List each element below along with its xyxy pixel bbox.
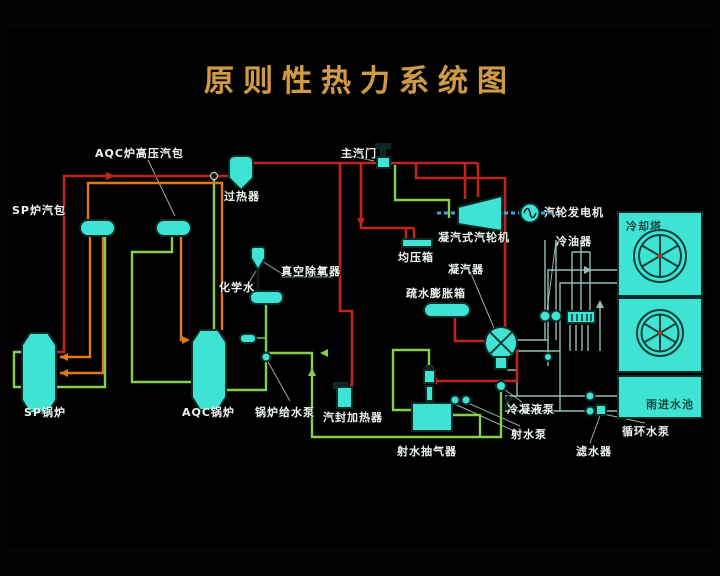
jet-pump-icon <box>460 394 472 406</box>
letterbox-left <box>0 0 7 576</box>
label-deaerator: 真空除氧器 <box>281 265 341 278</box>
sp-drum-vessel <box>79 219 116 237</box>
label-drain-tank: 疏水膨胀箱 <box>406 287 466 300</box>
heat-exchanger-comb <box>566 310 596 324</box>
water-filter-icon <box>595 404 607 416</box>
label-equalizer: 均压箱 <box>398 251 434 264</box>
main-steam-valve-icon <box>375 143 391 169</box>
jet-ejector-assembly <box>411 365 453 432</box>
diagram-title: 原则性热力系统图 <box>204 64 516 99</box>
fan-icon <box>633 229 687 283</box>
main-steam-pipes <box>52 161 519 387</box>
letterbox-bottom <box>0 546 720 576</box>
label-turbine: 凝汽式汽轮机 <box>438 231 510 244</box>
equalizer-box <box>401 238 433 248</box>
label-jet-pump: 射水泵 <box>511 428 547 441</box>
cooling-tower-cells <box>617 211 703 419</box>
label-feed-pump: 锅炉给水泵 <box>255 406 315 419</box>
label-main-valve: 主汽门 <box>341 147 377 160</box>
label-filter: 滤水器 <box>576 445 612 458</box>
cooling-water-pipes <box>505 240 618 412</box>
circ-pump-icon <box>584 390 596 402</box>
turbine-body <box>457 194 503 233</box>
valve-knob <box>504 403 512 411</box>
label-jet-ejector: 射水抽气器 <box>397 445 457 458</box>
aqc-boiler-vessel <box>191 329 227 411</box>
fan-icon <box>636 309 684 357</box>
label-cooling-tower: 冷却塔 <box>626 220 662 233</box>
aqc-drum-vessel <box>155 219 192 237</box>
letterbox-top <box>0 0 720 28</box>
label-oil-cooler: 冷油器 <box>556 235 592 248</box>
label-intake-pool: 雨进水池 <box>646 398 694 411</box>
drum-water-pipes <box>60 181 224 377</box>
label-sp-boiler: SP锅炉 <box>24 406 66 419</box>
label-chem-water: 化学水 <box>219 281 255 294</box>
components <box>21 143 703 432</box>
label-generator: 汽轮发电机 <box>544 206 604 219</box>
circ-pump-icon <box>584 405 596 417</box>
deaerator-drum <box>249 290 284 305</box>
superheater-vessel <box>228 155 254 192</box>
label-gland-heater: 汽封加热器 <box>323 411 383 424</box>
label-aqc-boiler: AQC锅炉 <box>182 406 235 419</box>
feedwater-pipes <box>12 165 503 439</box>
label-superheater: 过热器 <box>224 190 260 203</box>
label-condenser: 凝汽器 <box>448 263 484 276</box>
oil-cooler-icon <box>549 309 563 323</box>
letterbox-right <box>713 0 720 576</box>
intake-pool <box>617 375 703 419</box>
feed-pump-icon <box>260 351 272 363</box>
drain-expansion-tank <box>423 302 471 318</box>
label-condensate-pump: 冷凝液泵 <box>507 403 555 416</box>
label-circ-pump: 循环水泵 <box>622 425 670 438</box>
cooling-line-pump-icon <box>543 352 553 362</box>
condenser-vessel <box>484 326 518 370</box>
gland-steam-heater <box>333 382 353 409</box>
jet-water-tank <box>411 402 453 432</box>
oil-cooler-icon <box>538 309 552 323</box>
condensate-pump-icon <box>495 380 507 392</box>
label-aqc-drum: AQC炉高压汽包 <box>95 147 184 160</box>
pipe-junction-dot <box>210 172 218 180</box>
small-tank <box>239 333 257 344</box>
chemical-water-funnel <box>250 246 266 272</box>
sp-boiler-vessel <box>21 332 57 414</box>
valve-knob <box>504 395 512 403</box>
label-sp-drum: SP炉汽包 <box>12 204 66 217</box>
